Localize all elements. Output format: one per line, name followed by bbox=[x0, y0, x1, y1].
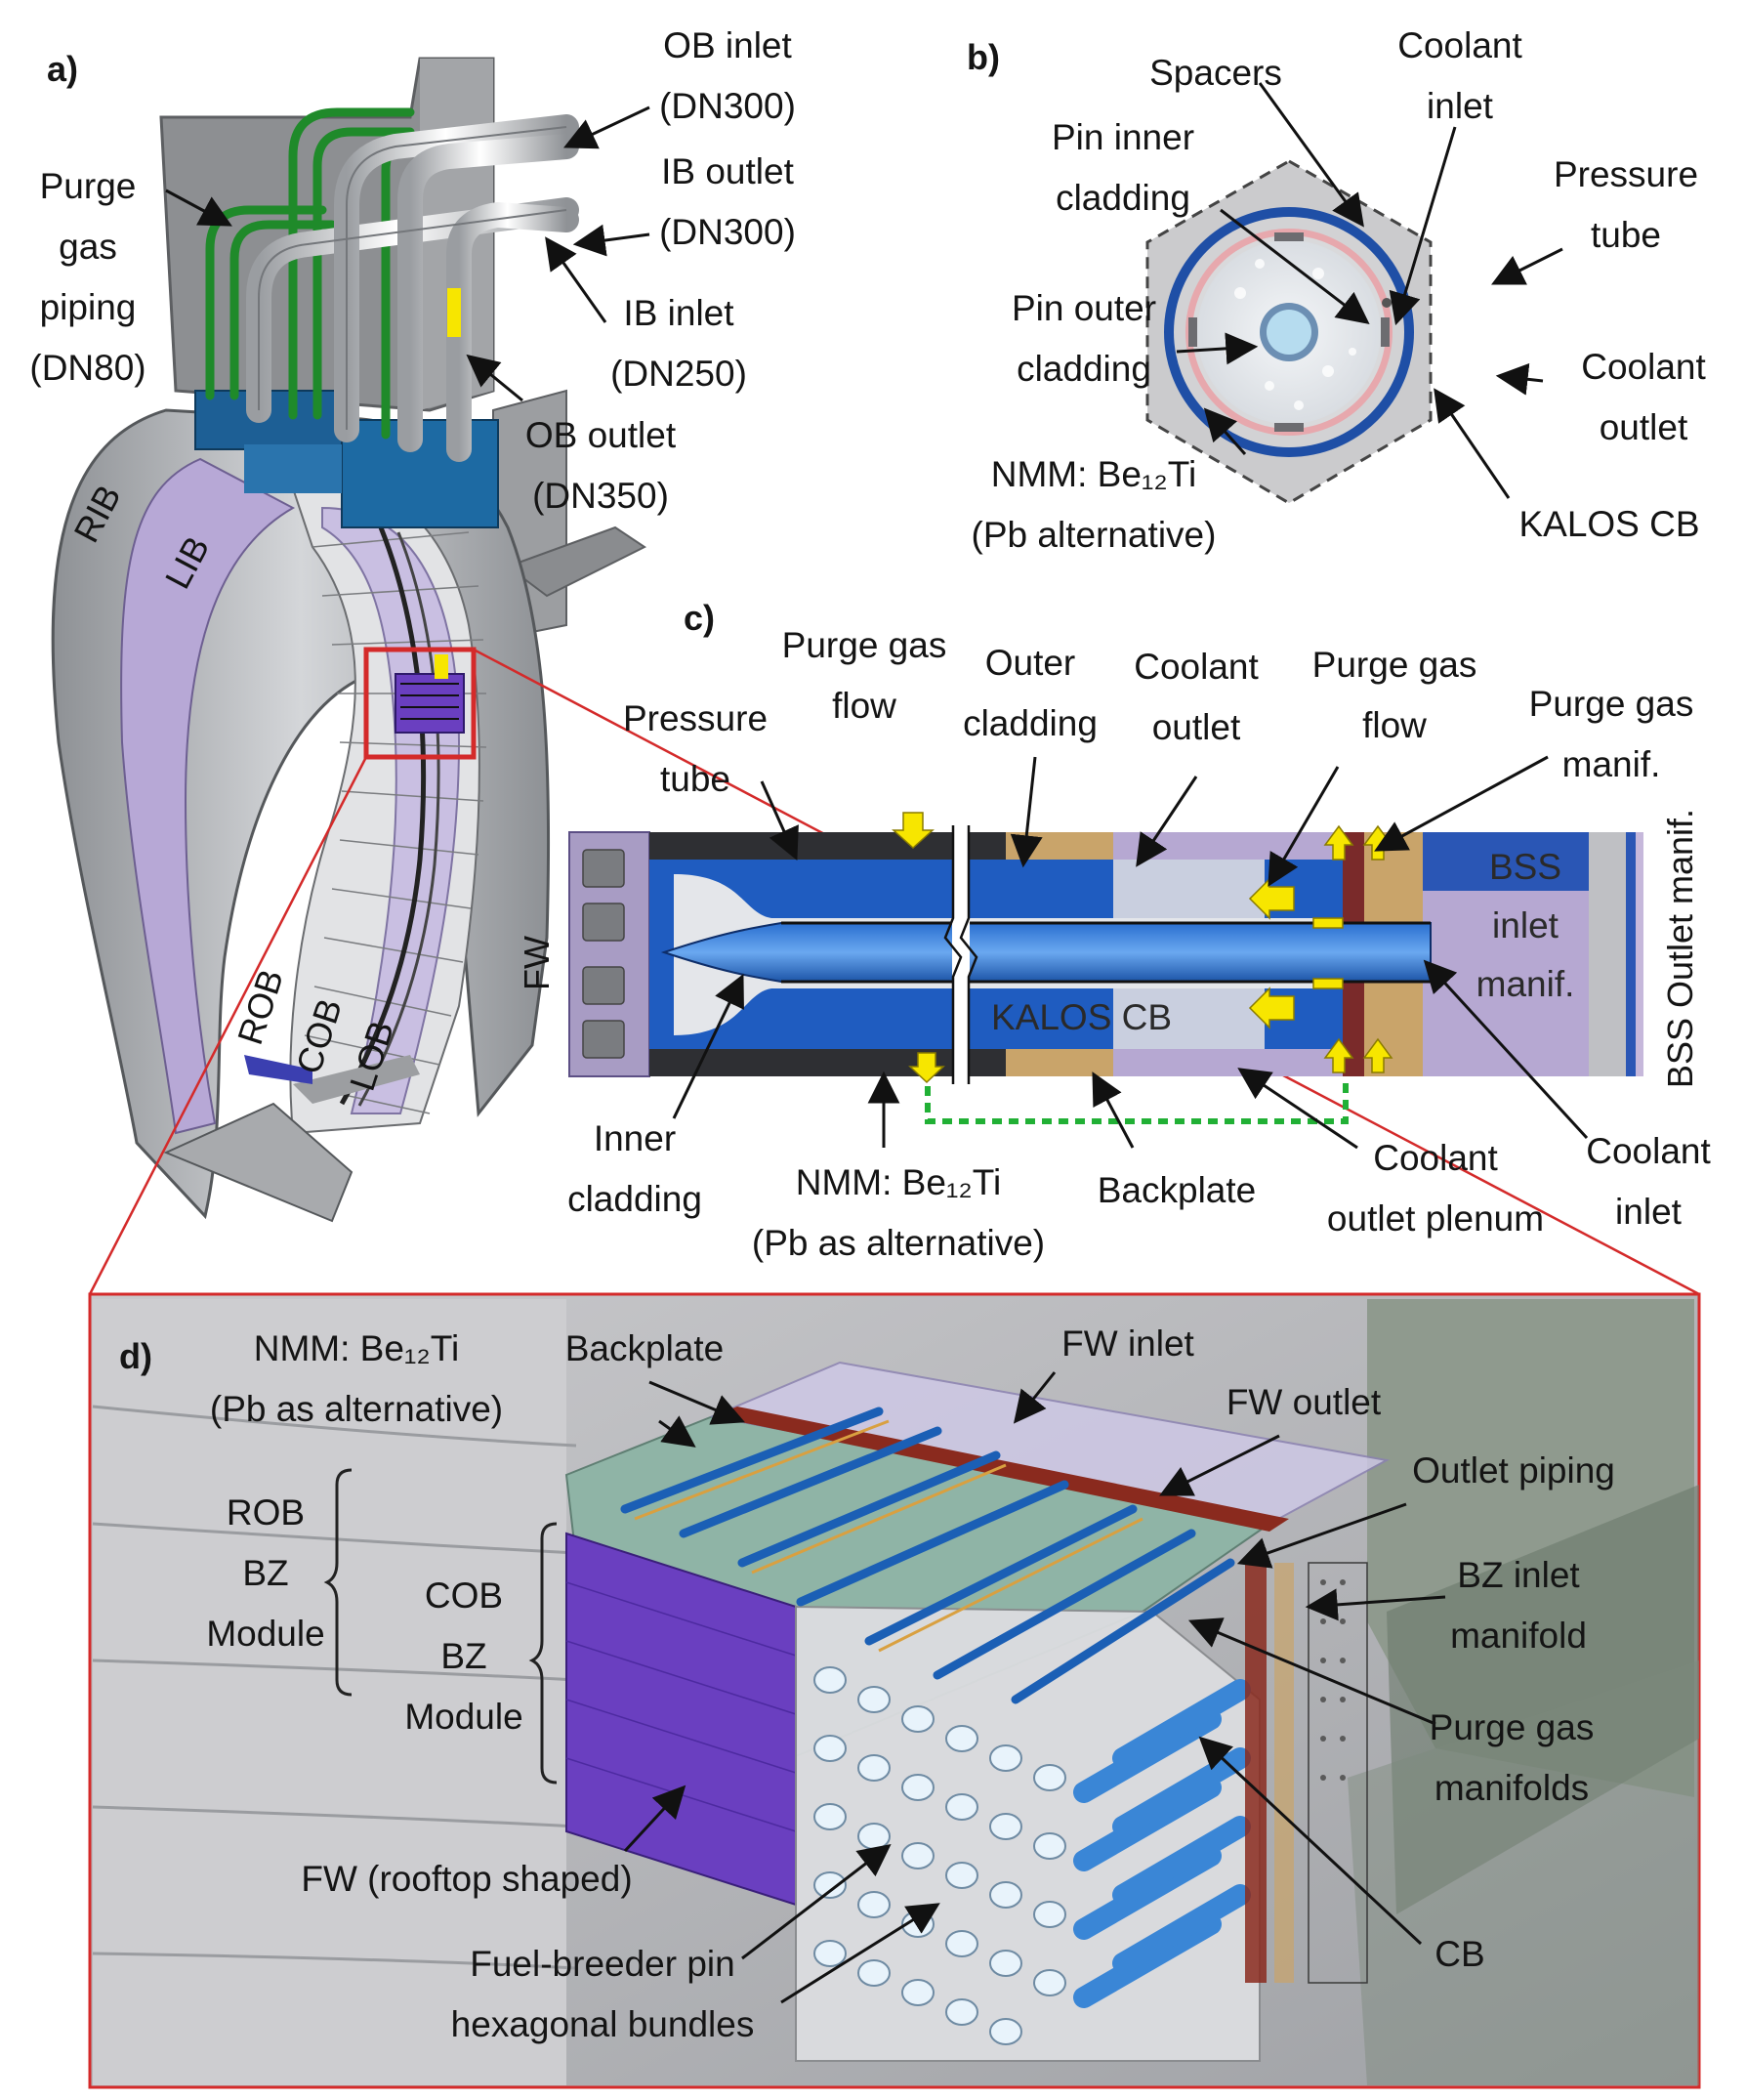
backplate-label-d: Backplate bbox=[564, 1328, 725, 1368]
panel-label-b: b) bbox=[967, 37, 1000, 77]
fw-inlet-label: FW inlet bbox=[1061, 1323, 1194, 1364]
fw-outlet-label: FW outlet bbox=[1226, 1382, 1382, 1422]
panel-d-module-detail bbox=[88, 1292, 1701, 2089]
panel-label-a: a) bbox=[47, 49, 79, 89]
kalos-cb-label-c: KALOS CB bbox=[991, 997, 1173, 1037]
ob-outlet-label: OB outlet(DN350) bbox=[524, 415, 677, 516]
panel-a-sector-model bbox=[51, 57, 646, 1223]
nmm-label-b: NMM: Be₁₂Ti(Pb alternative) bbox=[971, 454, 1217, 555]
nmm-label-d: NMM: Be₁₂Ti(Pb as alternative) bbox=[209, 1328, 504, 1429]
ob-inlet-label: OB inlet(DN300) bbox=[659, 25, 796, 126]
kalos-cb-label-b: KALOS CB bbox=[1518, 504, 1700, 544]
panel-c-longitudinal-section bbox=[568, 812, 1643, 1124]
outlet-piping-label: Outlet piping bbox=[1412, 1450, 1615, 1491]
ib-outlet-label: IB outlet(DN300) bbox=[659, 151, 796, 252]
fw-rooftop-label: FW (rooftop shaped) bbox=[301, 1859, 633, 1899]
panel-label-d: d) bbox=[119, 1336, 152, 1376]
spacers-label: Spacers bbox=[1149, 53, 1282, 93]
backplate-label-c: Backplate bbox=[1097, 1170, 1257, 1210]
nmm-label-c: NMM: Be₁₂Ti(Pb as alternative) bbox=[751, 1162, 1046, 1263]
cb-label-d: CB bbox=[1434, 1934, 1485, 1974]
fw-label-c: FW bbox=[516, 936, 557, 990]
panel-label-c: c) bbox=[684, 598, 716, 638]
ib-inlet-label: IB inlet(DN250) bbox=[610, 293, 747, 394]
bss-outlet-manif-label: BSS Outlet manif. bbox=[1660, 808, 1701, 1089]
annotation-arrows bbox=[165, 82, 1589, 2004]
